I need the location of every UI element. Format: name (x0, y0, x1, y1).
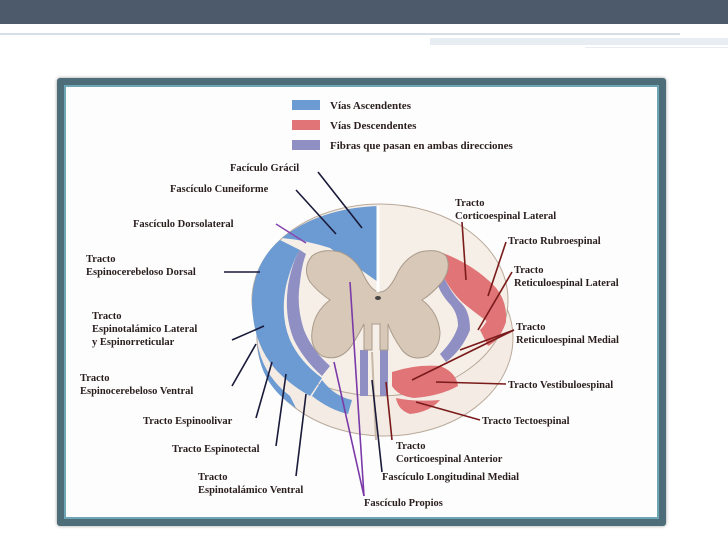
leader-dorsolateral (275, 223, 307, 244)
label-fasciculo-propios: Fascículo Propios (364, 498, 443, 509)
leader-reticuloespinal-medial (459, 329, 515, 351)
label-rubroespinal: Tracto Rubroespinal (508, 236, 601, 247)
label-fasciculo-longitudinal-medial: Fascículo Longitudinal Medial (382, 472, 519, 483)
label-corticoespinal-lateral-2: Corticoespinal Lateral (455, 211, 556, 222)
legend-swatch-ascending (292, 100, 320, 110)
ventral-ascending-band (312, 380, 352, 414)
legend-swatch-both (292, 140, 320, 150)
legend-swatch-descending (292, 120, 320, 130)
label-reticuloespinal-medial-1: Tracto (516, 322, 546, 333)
leader-espinoolivar (255, 361, 273, 419)
legend-label-descending: Vías Descendentes (330, 120, 417, 132)
decor-line (0, 33, 680, 35)
label-espinotalamico-lateral-2: Espinotalámico Lateral (92, 324, 197, 335)
corticospinal-lateral-region (440, 252, 493, 322)
label-corticoespinal-lateral-1: Tracto (455, 198, 485, 209)
label-corticoespinal-anterior-2: Corticoespinal Anterior (396, 454, 503, 465)
leader-longitudinal-medial (371, 379, 383, 473)
fasciculus-proprius-right (434, 268, 470, 362)
fasciculus-proprius-left (286, 250, 330, 376)
leader-corticoespinal-lateral (461, 221, 467, 281)
legend-label-ascending: Vías Ascendentes (330, 100, 412, 112)
leader-corticoespinal-anterior (385, 381, 393, 441)
label-espinotalamico-lateral-1: Tracto (92, 311, 122, 322)
leader-propios (349, 281, 365, 497)
leader-espinotalamico-lateral (231, 325, 265, 341)
leader-espinotalamico-ventral (295, 393, 307, 477)
side-ascending-stripe (256, 326, 296, 408)
lateral-ascending-band (252, 240, 322, 396)
label-espinotectal: Tracto Espinotectal (172, 444, 260, 455)
decor-line (585, 47, 728, 48)
label-fasciculo-gracil: Facículo Grácil (230, 163, 299, 174)
label-reticuloespinal-lateral-1: Tracto (514, 265, 544, 276)
label-espinotalamico-ventral-2: Espinotalámico Ventral (198, 485, 303, 496)
rubrospinal-region (480, 280, 507, 346)
leader-propios-2 (333, 361, 365, 497)
label-espinotalamico-ventral-1: Tracto (198, 472, 228, 483)
medial-longitudinal-fasciculus-left (360, 350, 368, 396)
gray-matter (306, 250, 449, 359)
leader-rubroespinal (487, 241, 507, 297)
legend: Vías Ascendentes Vías Descendentes Fibra… (292, 100, 514, 152)
ventral-descending-region (392, 365, 458, 398)
tectospinal-region (396, 398, 440, 414)
leader-vestibuloespinal (435, 381, 507, 385)
leader-espinotectal (275, 373, 287, 447)
label-espinoolivar: Tracto Espinoolivar (143, 416, 233, 427)
label-reticuloespinal-lateral-2: Reticuloespinal Lateral (514, 278, 619, 289)
label-espinocerebeloso-dorsal-1: Tracto (86, 254, 116, 265)
label-vestibuloespinal: Tracto Vestibuloespinal (508, 380, 613, 391)
label-fasciculo-dorsolateral: Fascículo Dorsolateral (133, 219, 234, 230)
label-espinocerebeloso-ventral-2: Espinocerebeloso Ventral (80, 386, 193, 397)
leader-gracil (317, 171, 363, 229)
leader-lines (224, 171, 515, 497)
leader-reticuloespinal-lateral (477, 271, 513, 331)
leader-espinocerebeloso-ventral (231, 343, 257, 387)
leader-cuneiforme (295, 189, 337, 235)
label-fasciculo-cuneiforme: Fascículo Cuneiforme (170, 184, 269, 195)
leader-tectoespinal (415, 401, 481, 421)
leader-reticuloespinal-medial-2 (411, 329, 515, 381)
label-espinocerebeloso-ventral-1: Tracto (80, 373, 110, 384)
label-espinocerebeloso-dorsal-2: Espinocerebeloso Dorsal (86, 267, 196, 278)
title-bar (0, 0, 728, 24)
central-canal (375, 296, 381, 300)
legend-label-both: Fibras que pasan en ambas direcciones (330, 140, 514, 152)
decor-line (430, 38, 728, 45)
label-corticoespinal-anterior-1: Tracto (396, 441, 426, 452)
label-tectoespinal: Tracto Tectoespinal (482, 416, 570, 427)
label-reticuloespinal-medial-2: Reticuloespinal Medial (516, 335, 619, 346)
spinal-cord-section (251, 203, 514, 441)
label-espinotalamico-lateral-3: y Espinorreticular (92, 337, 175, 348)
